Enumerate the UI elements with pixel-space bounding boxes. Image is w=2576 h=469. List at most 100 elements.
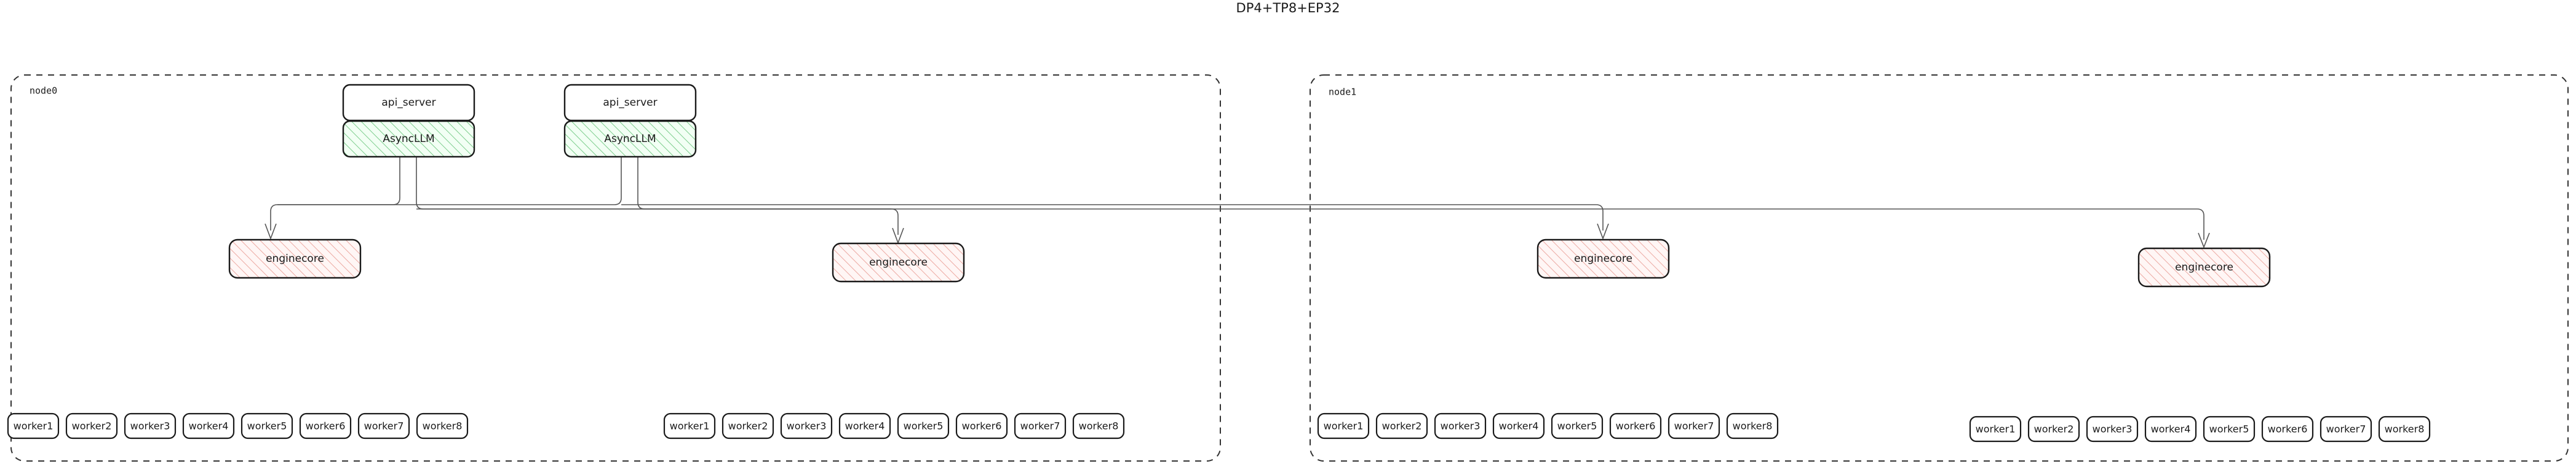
worker-box[interactable] — [1668, 412, 1720, 439]
edge-arrowhead-ec3 — [2198, 232, 2210, 249]
worker-label: worker6 — [1616, 420, 1656, 432]
asyncllm-label-1: AsyncLLM — [604, 133, 656, 145]
worker-label: worker5 — [2209, 424, 2249, 435]
worker-label: worker1 — [1976, 424, 2016, 435]
edge-asyncllm-to-enginecore2 — [638, 204, 1604, 231]
worker-box[interactable] — [1317, 412, 1370, 439]
worker-box[interactable] — [955, 412, 1008, 439]
worker-label: worker1 — [14, 420, 54, 432]
replica-group-2: enginecore — [1536, 238, 1670, 279]
api-server-label-0: api_server — [381, 97, 435, 109]
worker-row-node1-replica1: worker1 worker2 worker3 worker4 worker5 worke… — [1969, 416, 2431, 443]
worker-label: worker4 — [2151, 424, 2191, 435]
worker-label: worker6 — [306, 420, 346, 432]
edge-asyncllm1-to-enginecore1 — [637, 157, 891, 210]
replica-group-1: api_server AsyncLLM enginecore — [563, 84, 965, 283]
enginecore-box-3[interactable] — [2137, 247, 2271, 288]
diagram-title: DP4+TP8+EP32 — [1236, 1, 1340, 15]
worker-row-node0-replica0: worker1 worker2 worker3 worker4 worker5 worke… — [7, 412, 469, 439]
node-container-node1 — [1310, 74, 2569, 462]
worker-label: worker1 — [670, 420, 710, 432]
enginecore-box-0[interactable] — [228, 238, 362, 279]
worker-box[interactable] — [1434, 412, 1487, 439]
worker-box[interactable] — [1375, 412, 1428, 439]
worker-label: worker6 — [2268, 424, 2308, 435]
worker-label: worker4 — [1499, 420, 1539, 432]
node-label-node1: node1 — [1329, 87, 1356, 98]
worker-label: worker8 — [1079, 420, 1119, 432]
node-container-node0 — [10, 74, 1221, 462]
worker-label: worker4 — [845, 420, 885, 432]
worker-label: worker3 — [787, 420, 827, 432]
enginecore-box-2[interactable] — [1536, 238, 1670, 279]
worker-label: worker5 — [904, 420, 944, 432]
worker-label: worker7 — [2326, 424, 2366, 435]
worker-box[interactable] — [1492, 412, 1545, 439]
worker-label: worker7 — [364, 420, 404, 432]
asyncllm-box-0[interactable] — [342, 120, 475, 158]
worker-label: worker1 — [1324, 420, 1364, 432]
replica-group-3: enginecore — [2137, 247, 2271, 288]
worker-row-node1-replica0: worker1 worker2 worker3 worker4 worker5 worke… — [1317, 412, 1779, 439]
replica-group-0: api_server AsyncLLM enginecore — [228, 84, 475, 279]
worker-box[interactable] — [722, 412, 774, 439]
worker-label: worker3 — [2093, 424, 2133, 435]
edge-bus-anchor — [400, 198, 416, 202]
worker-label: worker2 — [728, 420, 768, 432]
worker-box[interactable] — [1551, 412, 1604, 439]
edge-asyncllm0-to-enginecore1 — [416, 157, 899, 235]
worker-box[interactable] — [2086, 416, 2139, 443]
worker-label: worker8 — [1733, 420, 1773, 432]
worker-label: worker2 — [2034, 424, 2074, 435]
worker-box[interactable] — [897, 412, 950, 439]
worker-label: worker2 — [1382, 420, 1422, 432]
worker-box[interactable] — [65, 412, 118, 439]
worker-box[interactable] — [2027, 416, 2080, 443]
worker-box[interactable] — [299, 412, 352, 439]
worker-label: worker7 — [1020, 420, 1060, 432]
asyncllm-box-1[interactable] — [563, 120, 697, 158]
worker-box[interactable] — [2203, 416, 2256, 443]
api-server-label-1: api_server — [603, 97, 657, 109]
worker-label: worker8 — [423, 420, 463, 432]
worker-box[interactable] — [1726, 412, 1779, 439]
enginecore-label-3: enginecore — [2175, 261, 2233, 274]
worker-label: worker4 — [189, 420, 229, 432]
worker-label: worker3 — [130, 420, 170, 432]
worker-box[interactable] — [2144, 416, 2197, 443]
worker-box[interactable] — [2378, 416, 2431, 443]
enginecore-label-2: enginecore — [1574, 253, 1632, 265]
worker-box[interactable] — [1072, 412, 1125, 439]
worker-box[interactable] — [780, 412, 833, 439]
worker-box[interactable] — [357, 412, 410, 439]
worker-label: worker5 — [1557, 420, 1597, 432]
worker-box[interactable] — [1014, 412, 1067, 439]
worker-box[interactable] — [124, 412, 177, 439]
enginecore-label-0: enginecore — [266, 253, 324, 265]
edge-asyncllm0-to-enginecore0 — [270, 157, 400, 231]
node-label-node0: node0 — [30, 85, 57, 97]
worker-label: worker5 — [247, 420, 287, 432]
worker-box[interactable] — [416, 412, 469, 439]
worker-box[interactable] — [241, 412, 293, 439]
asyncllm-label-0: AsyncLLM — [383, 133, 434, 145]
worker-box[interactable] — [7, 412, 60, 439]
edge-asyncllm-to-enginecore3 — [638, 208, 2204, 240]
worker-box[interactable] — [838, 412, 891, 439]
worker-box[interactable] — [1609, 412, 1662, 439]
enginecore-label-1: enginecore — [869, 256, 928, 269]
worker-box[interactable] — [182, 412, 235, 439]
edge-group — [264, 157, 2210, 249]
worker-box[interactable] — [2261, 416, 2314, 443]
worker-box[interactable] — [663, 412, 716, 439]
worker-box[interactable] — [2320, 416, 2372, 443]
worker-label: worker3 — [1441, 420, 1481, 432]
edge-arrowhead-ec2 — [1597, 223, 1609, 240]
worker-label: worker2 — [72, 420, 112, 432]
enginecore-box-1[interactable] — [832, 242, 965, 283]
edge-asyncllm1-to-enginecore0 — [277, 157, 622, 205]
worker-label: worker6 — [962, 420, 1002, 432]
worker-box[interactable] — [1969, 416, 2022, 443]
